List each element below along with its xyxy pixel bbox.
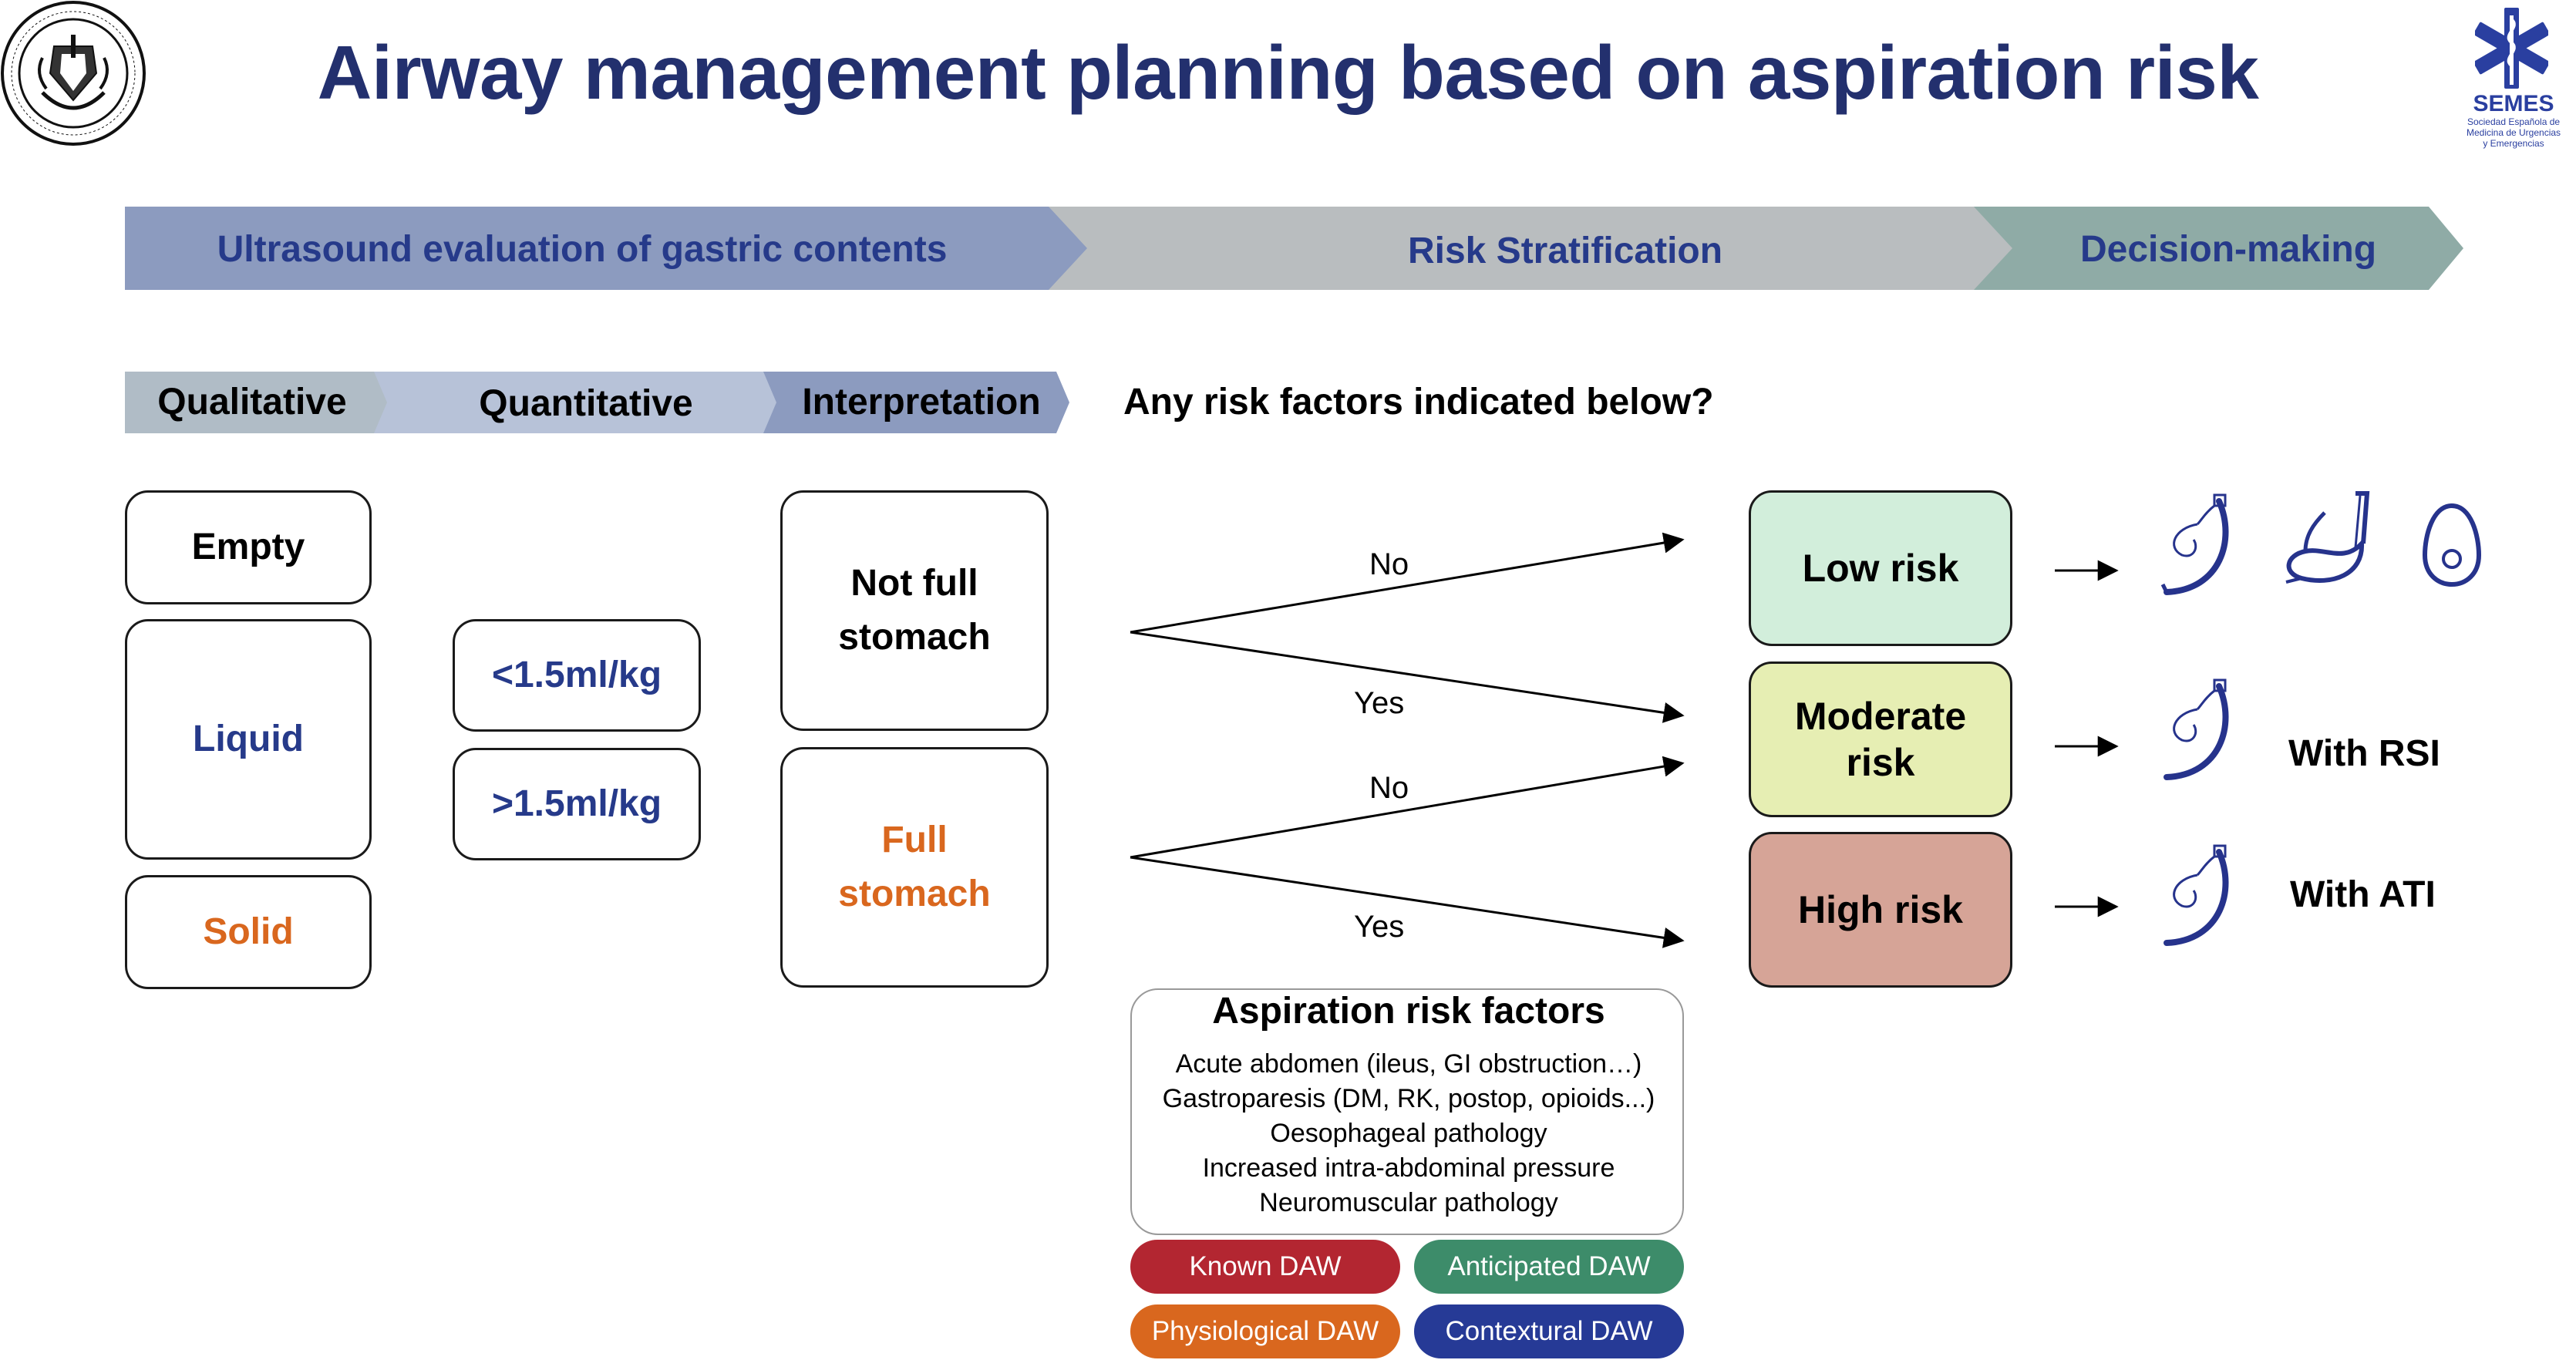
- society-seal-logo: [0, 0, 146, 146]
- anticipated-daw-label: Anticipated DAW: [1447, 1251, 1651, 1281]
- endotracheal-tube-icon: [2164, 678, 2229, 780]
- stage-decision-label: Decision-making: [2079, 229, 2377, 270]
- full-stomach-line1: Full: [881, 820, 948, 861]
- edge-label-yes-top: Yes: [1354, 686, 1405, 720]
- high-risk-box: High risk: [1749, 832, 2012, 988]
- qualitative-solid-label: Solid: [203, 911, 294, 953]
- full-stomach-line2: stomach: [838, 874, 991, 914]
- stage-arrow-risk: [1049, 207, 2012, 290]
- risk-factor-item: Oesophageal pathology: [1270, 1119, 1547, 1148]
- low-risk-label: Low risk: [1802, 547, 1959, 590]
- arrow-no-low-risk: [1130, 532, 1685, 634]
- semes-subtitle-1: Sociedad Española de: [2467, 116, 2561, 127]
- endotracheal-tube-icon: [2164, 844, 2229, 946]
- page-title: Airway management planning based on aspi…: [317, 30, 2259, 115]
- quantitative-high-box: >1.5ml/kg: [453, 748, 701, 860]
- contextural-daw-badge: Contextural DAW: [1414, 1304, 1684, 1358]
- stage-arrow-ultrasound: [125, 207, 1087, 290]
- full-stomach-box: Full stomach: [780, 747, 1049, 988]
- known-daw-badge: Known DAW: [1130, 1240, 1400, 1294]
- moderate-risk-line2: risk: [1846, 741, 1915, 784]
- stage-ultrasound-label: Ultrasound evaluation of gastric content…: [217, 229, 948, 270]
- risk-factor-item: Increased intra-abdominal pressure: [1202, 1153, 1615, 1183]
- physiological-daw-badge: Physiological DAW: [1130, 1304, 1400, 1358]
- substage-arrow-quantitative: [374, 372, 776, 433]
- edge-label-yes-bottom: Yes: [1354, 910, 1405, 944]
- edge-label-no-top: No: [1369, 547, 1409, 581]
- star-of-life-icon: [2475, 8, 2548, 89]
- quantitative-low-label: <1.5ml/kg: [491, 655, 662, 696]
- semes-name: SEMES: [2473, 91, 2554, 116]
- known-daw-label: Known DAW: [1189, 1251, 1342, 1281]
- risk-factor-item: Acute abdomen (ileus, GI obstruction…): [1175, 1049, 1642, 1079]
- semes-subtitle-2: Medicina de Urgencias: [2466, 127, 2561, 138]
- semes-logo: SEMES Sociedad Española de Medicina de U…: [2452, 4, 2575, 150]
- substage-arrow-qualitative: [125, 372, 387, 433]
- substage-quantitative-label: Quantitative: [479, 383, 693, 424]
- stage-risk-label: Risk Stratification: [1407, 231, 1723, 271]
- risk-factors-box: Aspiration risk factors Acute abdomen (i…: [1130, 988, 1684, 1235]
- moderate-risk-line1: Moderate: [1794, 695, 1967, 738]
- high-risk-label: High risk: [1798, 888, 1963, 931]
- not-full-stomach-line1: Not full: [850, 563, 978, 604]
- moderate-risk-box: Moderate risk: [1749, 661, 2012, 817]
- arrow-no-moderate-bottom: [1130, 756, 1685, 859]
- risk-factor-item: Neuromuscular pathology: [1259, 1188, 1558, 1217]
- low-risk-box: Low risk: [1749, 490, 2012, 646]
- decision-ati-label: With ATI: [2290, 874, 2436, 915]
- qualitative-empty-box: Empty: [125, 490, 372, 604]
- qualitative-solid-box: Solid: [125, 875, 372, 989]
- quantitative-low-box: <1.5ml/kg: [453, 619, 701, 732]
- substage-qualitative-label: Qualitative: [157, 382, 347, 422]
- quantitative-high-label: >1.5ml/kg: [491, 783, 662, 825]
- face-mask-icon: [2422, 503, 2482, 587]
- supraglottic-device-icon: [2285, 491, 2370, 584]
- arrow-yes-moderate-top: [1130, 631, 1685, 723]
- substage-arrow-interpretation: [763, 372, 1069, 433]
- semes-subtitle-3: y Emergencias: [2483, 138, 2544, 149]
- decision-rsi-label: With RSI: [2288, 733, 2440, 774]
- not-full-stomach-line2: stomach: [838, 617, 991, 658]
- qualitative-liquid-label: Liquid: [193, 719, 304, 760]
- endotracheal-tube-icon: [2160, 493, 2229, 595]
- risk-question: Any risk factors indicated below?: [1123, 382, 1714, 422]
- stage-arrow-decision: [1974, 207, 2463, 290]
- edge-label-no-bottom: No: [1369, 771, 1409, 805]
- physiological-daw-label: Physiological DAW: [1151, 1316, 1379, 1346]
- qualitative-empty-label: Empty: [191, 527, 305, 568]
- not-full-stomach-box: Not full stomach: [780, 490, 1049, 731]
- contextural-daw-label: Contextural DAW: [1445, 1316, 1653, 1346]
- risk-factors-title: Aspiration risk factors: [1212, 991, 1605, 1032]
- risk-factor-item: Gastroparesis (DM, RK, postop, opioids..…: [1162, 1084, 1655, 1113]
- qualitative-liquid-box: Liquid: [125, 619, 372, 860]
- anticipated-daw-badge: Anticipated DAW: [1414, 1240, 1684, 1294]
- substage-interpretation-label: Interpretation: [802, 382, 1041, 422]
- risk-factors-list: Acute abdomen (ileus, GI obstruction…) G…: [1132, 1047, 1685, 1220]
- arrow-yes-high-risk: [1130, 856, 1685, 948]
